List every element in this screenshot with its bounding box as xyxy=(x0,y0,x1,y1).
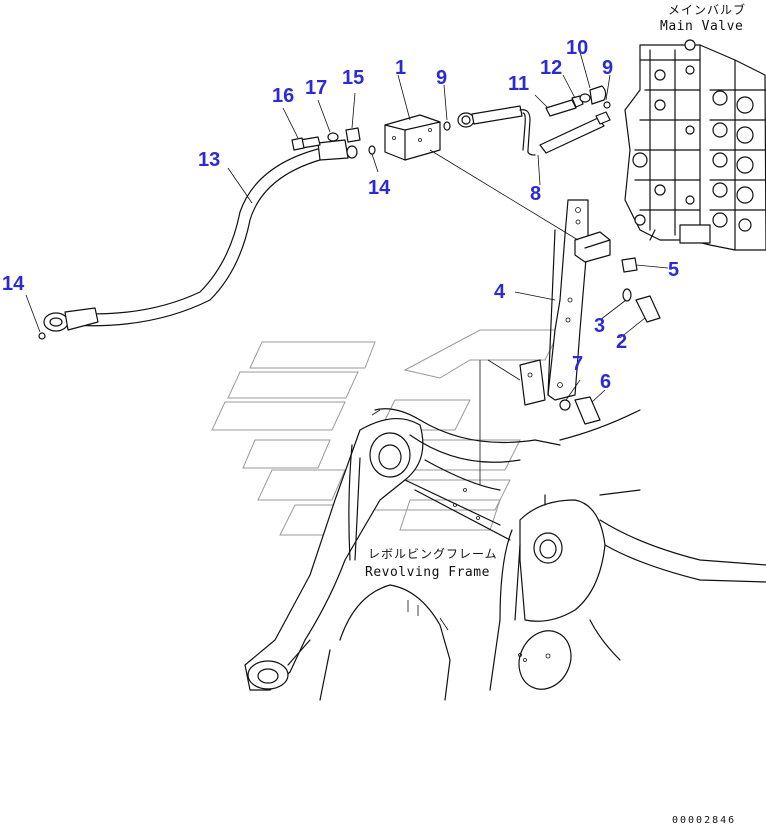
callout-15: 15 xyxy=(342,67,364,89)
revolving-frame-label-jp: レボルビングフレーム xyxy=(368,547,498,561)
callouts: 1 2 3 4 5 6 7 8 9 9 10 11 12 13 14 14 15… xyxy=(2,37,679,393)
callout-8: 8 xyxy=(530,183,541,205)
text-labels: メインバルブ Main Valve レボルビングフレーム Revolving F… xyxy=(365,2,746,826)
callout-16: 16 xyxy=(272,85,294,107)
hose-part-13 xyxy=(38,139,376,340)
leader-lines xyxy=(25,51,669,403)
callout-11: 11 xyxy=(508,73,529,95)
callout-10: 10 xyxy=(566,37,588,59)
main-valve-label-en: Main Valve xyxy=(660,19,743,34)
callout-4: 4 xyxy=(494,281,506,303)
callout-14-center: 14 xyxy=(368,177,391,199)
revolving-frame-label-en: Revolving Frame xyxy=(365,565,490,580)
callout-6: 6 xyxy=(600,371,611,393)
callout-2: 2 xyxy=(616,331,627,353)
callout-5: 5 xyxy=(668,259,679,281)
main-valve xyxy=(624,39,766,251)
callout-1: 1 xyxy=(395,57,406,79)
block-part-1 xyxy=(384,114,579,241)
callout-17: 17 xyxy=(305,77,327,99)
callout-12: 12 xyxy=(540,57,562,79)
bracket-part-4 xyxy=(519,199,611,406)
callout-7: 7 xyxy=(572,353,583,375)
revolving-frame xyxy=(244,359,766,701)
callout-9-upper-left: 9 xyxy=(436,67,447,89)
upper-fittings xyxy=(443,85,611,156)
callout-9-upper-right: 9 xyxy=(602,57,613,79)
main-valve-label-jp: メインバルブ xyxy=(668,2,746,17)
callout-13: 13 xyxy=(198,149,220,171)
bolt-washers-16-17-15 xyxy=(291,127,361,151)
callout-3: 3 xyxy=(594,315,605,337)
callout-14-left: 14 xyxy=(2,273,25,295)
bolts-parts-2-3-5-6-7 xyxy=(559,257,661,425)
figure-code: 00002846 xyxy=(672,815,736,826)
